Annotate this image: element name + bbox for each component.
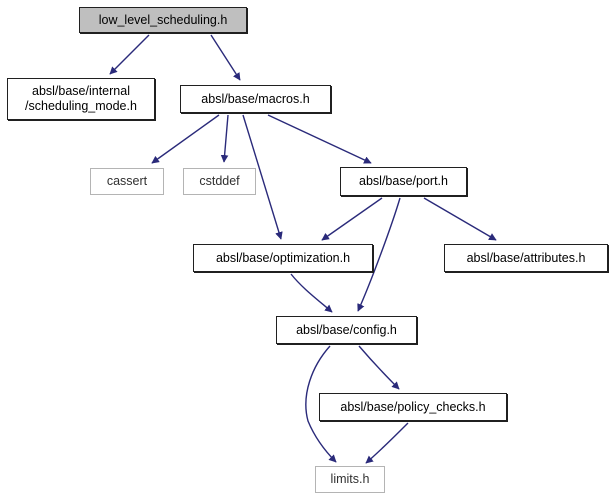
edge-macros-to-optimization <box>242 114 283 240</box>
edge-low_level_scheduling-to-macros <box>210 34 241 81</box>
edge-optimization-to-config <box>290 273 333 313</box>
edge-macros-to-cstddef <box>220 114 229 163</box>
node-low_level_scheduling[interactable]: low_level_scheduling.h <box>79 7 247 33</box>
node-policy_checks[interactable]: absl/base/policy_checks.h <box>319 393 507 421</box>
node-label-port: absl/base/port.h <box>359 174 448 188</box>
edge-macros-to-cassert <box>151 114 220 164</box>
edge-port-to-optimization <box>321 197 383 241</box>
node-scheduling_mode[interactable]: absl/base/internal /scheduling_mode.h <box>7 78 155 120</box>
node-cassert[interactable]: cassert <box>90 168 164 195</box>
edge-macros-to-port <box>267 114 372 164</box>
edge-config-to-limits <box>305 345 337 463</box>
node-label-optimization: absl/base/optimization.h <box>215 250 351 265</box>
node-label-macros: absl/base/macros.h <box>201 91 310 106</box>
edge-port-to-config <box>357 197 401 312</box>
node-macros[interactable]: absl/base/macros.h <box>180 85 331 113</box>
node-config[interactable]: absl/base/config.h <box>276 316 417 344</box>
edge-config-to-policy_checks <box>358 345 400 390</box>
node-label-cstddef: cstddef <box>199 174 240 188</box>
node-label-policy_checks: absl/base/policy_checks.h <box>340 399 486 414</box>
node-label-cassert: cassert <box>106 174 148 188</box>
node-label-attributes: absl/base/attributes.h <box>466 250 586 265</box>
edge-layer <box>109 34 497 464</box>
node-optimization[interactable]: absl/base/optimization.h <box>193 244 373 272</box>
edge-low_level_scheduling-to-scheduling_mode <box>109 34 150 75</box>
edge-policy_checks-to-limits <box>365 422 409 464</box>
node-cstddef[interactable]: cstddef <box>183 168 256 195</box>
node-limits[interactable]: limits.h <box>315 466 385 493</box>
node-label-scheduling_mode: absl/base/internal /scheduling_mode.h <box>25 84 137 113</box>
node-label-low_level_scheduling: low_level_scheduling.h <box>98 12 228 27</box>
node-label-limits: limits.h <box>330 472 370 486</box>
node-port[interactable]: absl/base/port.h <box>340 167 467 196</box>
node-attributes[interactable]: absl/base/attributes.h <box>444 244 608 272</box>
edge-port-to-attributes <box>423 197 497 241</box>
node-label-config: absl/base/config.h <box>296 322 397 337</box>
